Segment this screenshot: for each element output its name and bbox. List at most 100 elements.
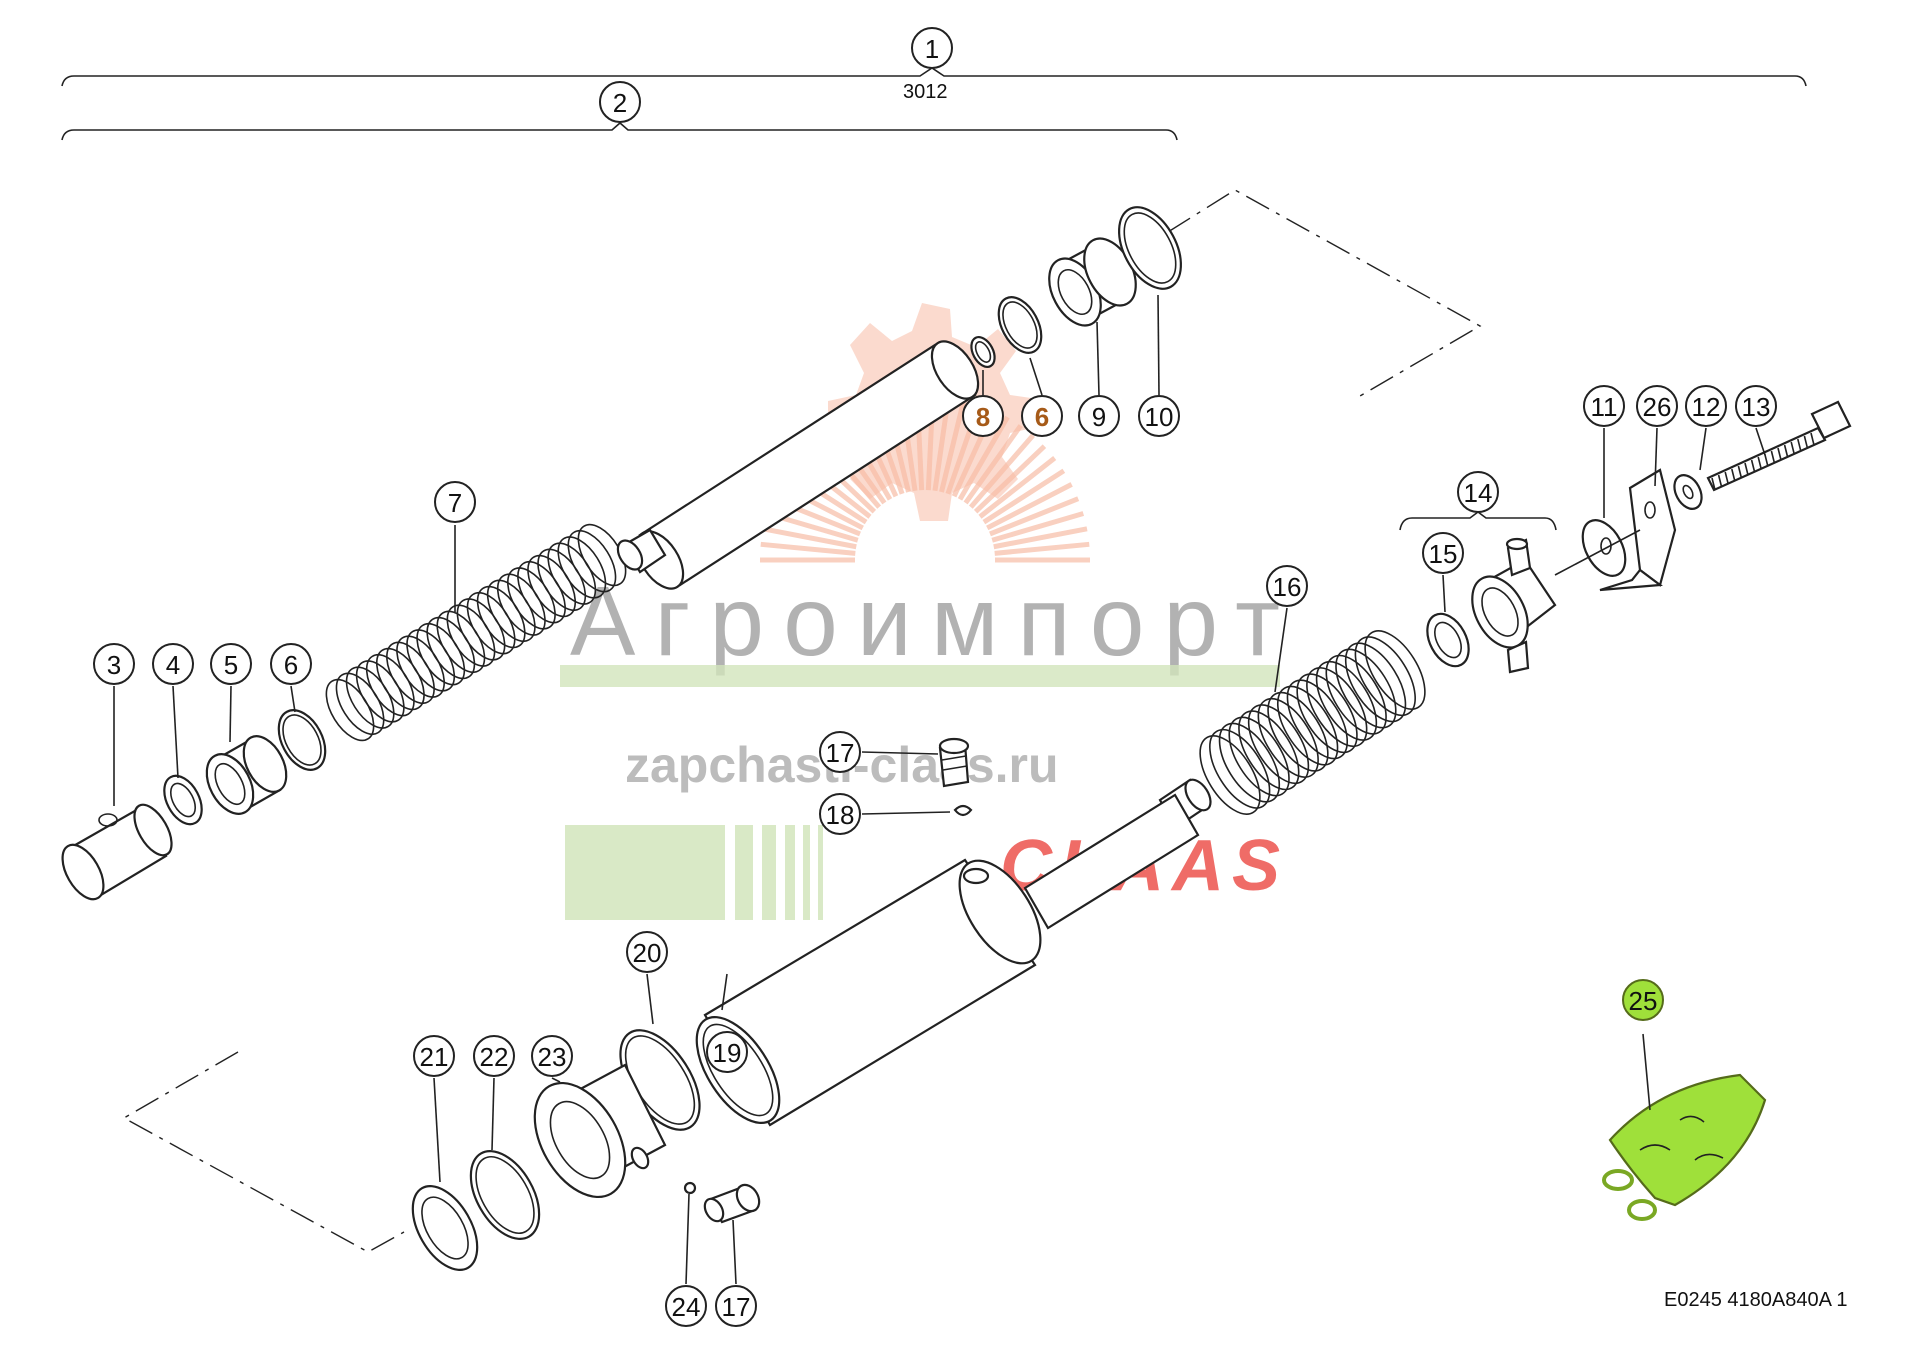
gear-ray [957,415,1010,501]
callout-8[interactable]: 8 [962,395,1004,437]
spring-coil [1325,654,1387,735]
part-spring-16 [1199,630,1426,815]
callout-5[interactable]: 5 [210,643,252,685]
callout-14[interactable]: 14 [1457,471,1499,513]
callout-1[interactable]: 1 [911,27,953,69]
callout-12[interactable]: 12 [1685,385,1727,427]
spring-coil [466,592,516,655]
callout-circle [626,931,668,973]
callout-26[interactable]: 26 [1636,385,1678,427]
callout-circle [1583,385,1625,427]
callout-circle [93,643,135,685]
spring-coil [486,579,536,642]
callout-2[interactable]: 2 [599,81,641,123]
spring-coil [1296,673,1358,754]
callout-circle [911,27,953,69]
callout-24[interactable]: 24 [665,1285,707,1327]
part-washer-12 [1673,474,1703,510]
part-o-ring-6-upper [997,296,1043,354]
callout-18[interactable]: 18 [819,793,861,835]
callout-number: 19 [713,1038,742,1068]
callout-circle [1685,385,1727,427]
part-o-ring-22 [469,1150,541,1240]
callout-number: 25 [1629,986,1658,1016]
spring-coil [496,573,546,636]
callout-circle [665,1285,707,1327]
callout-circle [1422,532,1464,574]
thread-mark [1731,468,1736,482]
callout-4[interactable]: 4 [152,643,194,685]
thread-mark [1757,456,1762,470]
gear-ray [973,444,1047,514]
part-o-ring-22-inner [475,1156,535,1234]
phantom-line-lower [122,1051,405,1253]
part-o-ring-6-lower-inner [282,714,322,766]
gear-ray [989,496,1080,537]
spring-coil [335,672,385,735]
callout-number: 20 [633,938,662,968]
callout-number: 24 [672,1292,701,1322]
bolt-thread [1711,432,1815,491]
spring-coil [1228,716,1290,797]
kit-ring-a [1602,1169,1634,1191]
drawing-code: E0245 4180A840A 1 [1664,1289,1848,1311]
thread-mark [1790,441,1795,455]
callout-number: 2 [613,88,627,118]
callout-number: 13 [1742,392,1771,422]
gear-ray [986,482,1073,531]
callout-circle [1622,979,1664,1021]
callout-17[interactable]: 17 [715,1285,757,1327]
callout-number: 11 [1591,392,1618,422]
callout-circle [152,643,194,685]
spring-coil [1209,728,1271,809]
callout-7[interactable]: 7 [434,481,476,523]
gear-ray [939,399,967,493]
thread-mark [1717,474,1723,488]
spring-coil [386,641,435,704]
callout-number: 10 [1145,402,1174,432]
callout-19[interactable]: 19 [706,1031,748,1073]
spring-coil [1199,735,1261,815]
callout-number: 23 [538,1042,567,1072]
part-fitting-17-lower [703,1183,761,1224]
callout-9[interactable]: 9 [1078,395,1120,437]
gear-ray [760,541,856,556]
callout-6[interactable]: 6 [270,643,312,685]
spring-coil [325,678,375,742]
callout-20[interactable]: 20 [626,931,668,973]
callout-16[interactable]: 16 [1266,565,1308,607]
spring-coil [1354,636,1416,717]
assembly-label: 3012 [903,81,948,103]
callout-15[interactable]: 15 [1422,532,1464,574]
gear-ray [982,468,1066,525]
callout-number: 17 [722,1292,751,1322]
part-ball-24 [683,1181,697,1195]
callout-25[interactable]: 25 [1622,979,1664,1021]
callout-21[interactable]: 21 [413,1035,455,1077]
thread-mark [1750,459,1756,473]
callout-13[interactable]: 13 [1735,385,1777,427]
callout-number: 6 [1035,402,1049,432]
callout-circle [1636,385,1678,427]
assembly-bracket-14 [1399,511,1557,531]
gear-ray [963,424,1023,505]
callout-22[interactable]: 22 [473,1035,515,1077]
callout-circle [962,395,1004,437]
spring-coil [396,635,445,698]
callout-3[interactable]: 3 [93,643,135,685]
callout-11[interactable]: 11 [1583,385,1625,427]
callout-23[interactable]: 23 [531,1035,573,1077]
callout-circle [210,643,252,685]
callout-10[interactable]: 10 [1138,395,1180,437]
callout-6[interactable]: 6 [1021,395,1063,437]
part-piston-rod-upper [616,340,980,590]
callout-number: 1 [925,34,939,64]
callout-17[interactable]: 17 [819,731,861,773]
spring-coil [1286,679,1349,760]
spring-coil [1247,704,1310,785]
callout-number: 15 [1429,539,1458,569]
spring-coil [476,585,526,649]
spring-coil [567,530,617,593]
gear-ray [978,456,1057,519]
